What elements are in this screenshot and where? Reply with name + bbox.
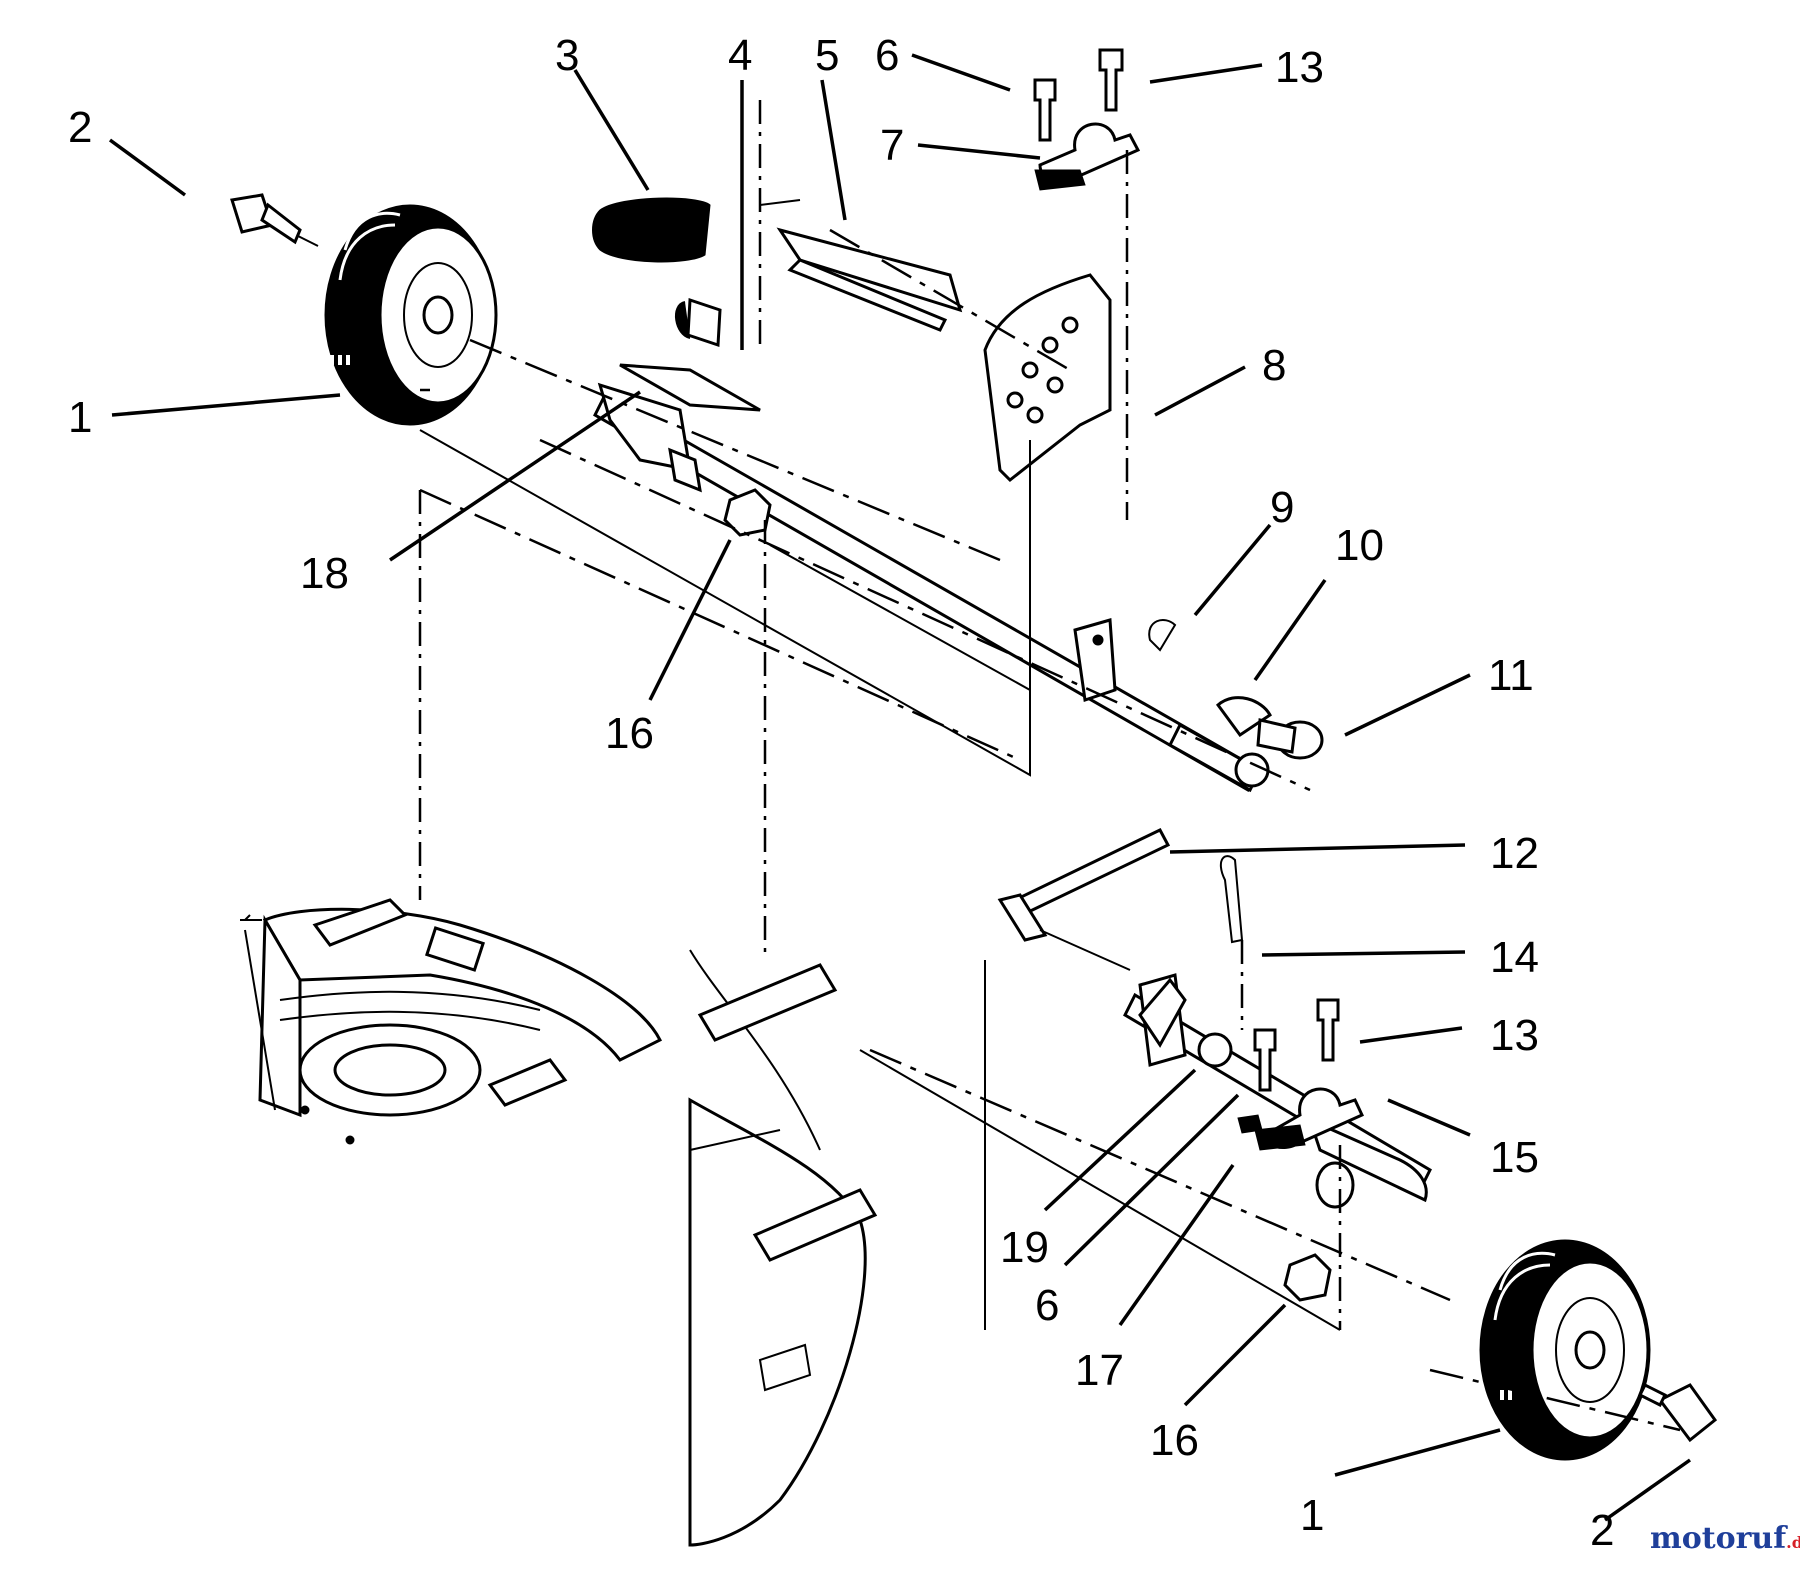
callout-8: 8 — [1262, 341, 1286, 390]
callout-labels: 2 3 4 5 6 13 7 8 1 18 16 9 10 11 12 14 1… — [68, 31, 1614, 1555]
callout-6-bottom: 6 — [1035, 1281, 1059, 1330]
wheel-left — [324, 204, 498, 426]
callout-17: 17 — [1075, 1346, 1124, 1395]
parts-bottom — [1138, 855, 1718, 1443]
watermark: motoruf.de — [1650, 1521, 1800, 1556]
callout-16-bottom: 16 — [1150, 1416, 1199, 1465]
callout-11: 11 — [1488, 651, 1534, 700]
callout-13-bottom: 13 — [1490, 1011, 1539, 1060]
rear-axle-assembly — [593, 363, 1432, 1209]
assembly-lines — [418, 100, 1681, 1432]
watermark-text: motoruf — [1650, 1521, 1788, 1556]
callout-15: 15 — [1490, 1133, 1539, 1182]
callout-14: 14 — [1490, 933, 1539, 982]
callout-13-top: 13 — [1275, 43, 1324, 92]
callout-6-top: 6 — [875, 31, 899, 80]
callout-1-right: 1 — [1300, 1491, 1324, 1540]
mower-deck — [240, 898, 878, 1547]
svg-text:motoruf.de: motoruf.de — [1650, 1521, 1800, 1556]
leader-lines — [108, 53, 1692, 1522]
callout-1-left: 1 — [68, 393, 92, 442]
callout-4: 4 — [728, 31, 752, 80]
callout-7: 7 — [880, 121, 904, 170]
parts-top — [230, 48, 1324, 760]
callout-18: 18 — [300, 549, 349, 598]
watermark-suffix: .de — [1786, 1533, 1800, 1552]
wheel-right — [1479, 1239, 1651, 1461]
callout-9: 9 — [1270, 483, 1294, 532]
callout-12: 12 — [1490, 829, 1539, 878]
callout-5: 5 — [815, 31, 839, 80]
callout-19: 19 — [1000, 1223, 1049, 1272]
callout-10: 10 — [1335, 521, 1384, 570]
callout-2-right: 2 — [1590, 1506, 1614, 1555]
callout-3: 3 — [555, 31, 579, 80]
callout-16-top: 16 — [605, 709, 654, 758]
callout-2-left: 2 — [68, 103, 92, 152]
